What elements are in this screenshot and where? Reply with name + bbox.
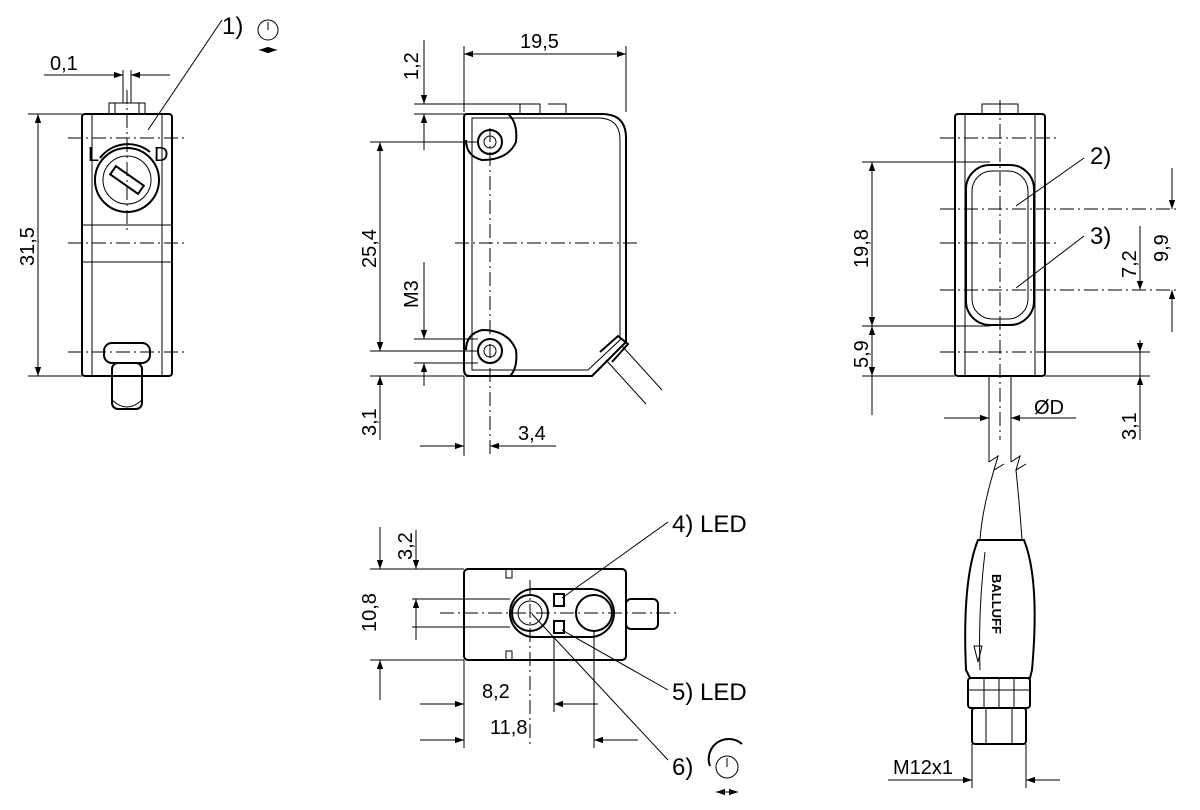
dim-25-4: 25,4 — [359, 229, 381, 268]
callout-2: 2) — [1090, 143, 1111, 170]
callout-4: 4) LED — [672, 511, 747, 538]
dim-3-2: 3,2 — [395, 532, 417, 560]
housing-outline — [463, 568, 627, 661]
callout-5: 5) LED — [672, 679, 747, 706]
brand-label: BALLUFF — [989, 574, 1004, 634]
dim-19-5: 19,5 — [520, 31, 559, 53]
callout-1: 1) — [222, 13, 243, 40]
potentiometer-knob — [94, 147, 160, 213]
callout-4-leader — [561, 521, 669, 599]
callout-3: 3) — [1090, 223, 1111, 250]
cable-stub — [625, 598, 659, 630]
dim-19-8: 19,8 — [851, 229, 873, 268]
pot-label-l: L — [88, 144, 99, 166]
cable-break — [988, 454, 1027, 472]
dim-9-9: 9,9 — [1151, 234, 1173, 262]
view-front: BALLUFF 19,8 5,9 7,2 9,9 3,1 ØD — [851, 100, 1180, 788]
view-bottom: 3,2 10,8 8,2 11,8 4) LED 5) LED 6) — [359, 511, 747, 796]
dim-31-5: 31,5 — [17, 227, 39, 266]
adjust-rotate-icon — [257, 19, 279, 54]
cable-gland — [103, 342, 151, 364]
dim-0-1: 0,1 — [50, 53, 78, 75]
callout-5-leader — [561, 629, 669, 691]
dim-8-2: 8,2 — [482, 681, 510, 703]
led-top — [553, 593, 565, 607]
callout-3-leader — [1015, 235, 1085, 289]
led-bottom — [553, 620, 565, 634]
connector-thread — [971, 707, 1027, 745]
dim-m3: M3 — [401, 280, 423, 308]
callout-1-leader — [147, 19, 223, 131]
cable-exit — [599, 334, 630, 363]
dim-m12: M12x1 — [893, 757, 953, 779]
cable-stub — [111, 362, 143, 410]
dim-3-4: 3,4 — [518, 423, 546, 445]
dim-5-9: 5,9 — [851, 340, 873, 368]
callout-6-leader — [531, 613, 669, 761]
pot-label-d: D — [154, 144, 168, 166]
adjust-rotate-icon — [707, 737, 743, 796]
callout-2-leader — [1015, 157, 1085, 207]
dim-3-1-front: 3,1 — [1119, 412, 1141, 440]
dim-phi-d: ØD — [1034, 397, 1064, 419]
dim-7-2: 7,2 — [1119, 250, 1141, 278]
view-main-side: 19,5 1,2 25,4 M3 3,1 3,4 — [359, 31, 663, 456]
view-left-side: L D 0,1 31,5 1) — [17, 13, 279, 410]
dim-10-8: 10,8 — [359, 593, 381, 632]
callout-6: 6) — [672, 754, 693, 781]
dim-3-1-side: 3,1 — [359, 408, 381, 436]
dim-1-2: 1,2 — [401, 52, 423, 80]
dim-11-8: 11,8 — [490, 717, 527, 739]
